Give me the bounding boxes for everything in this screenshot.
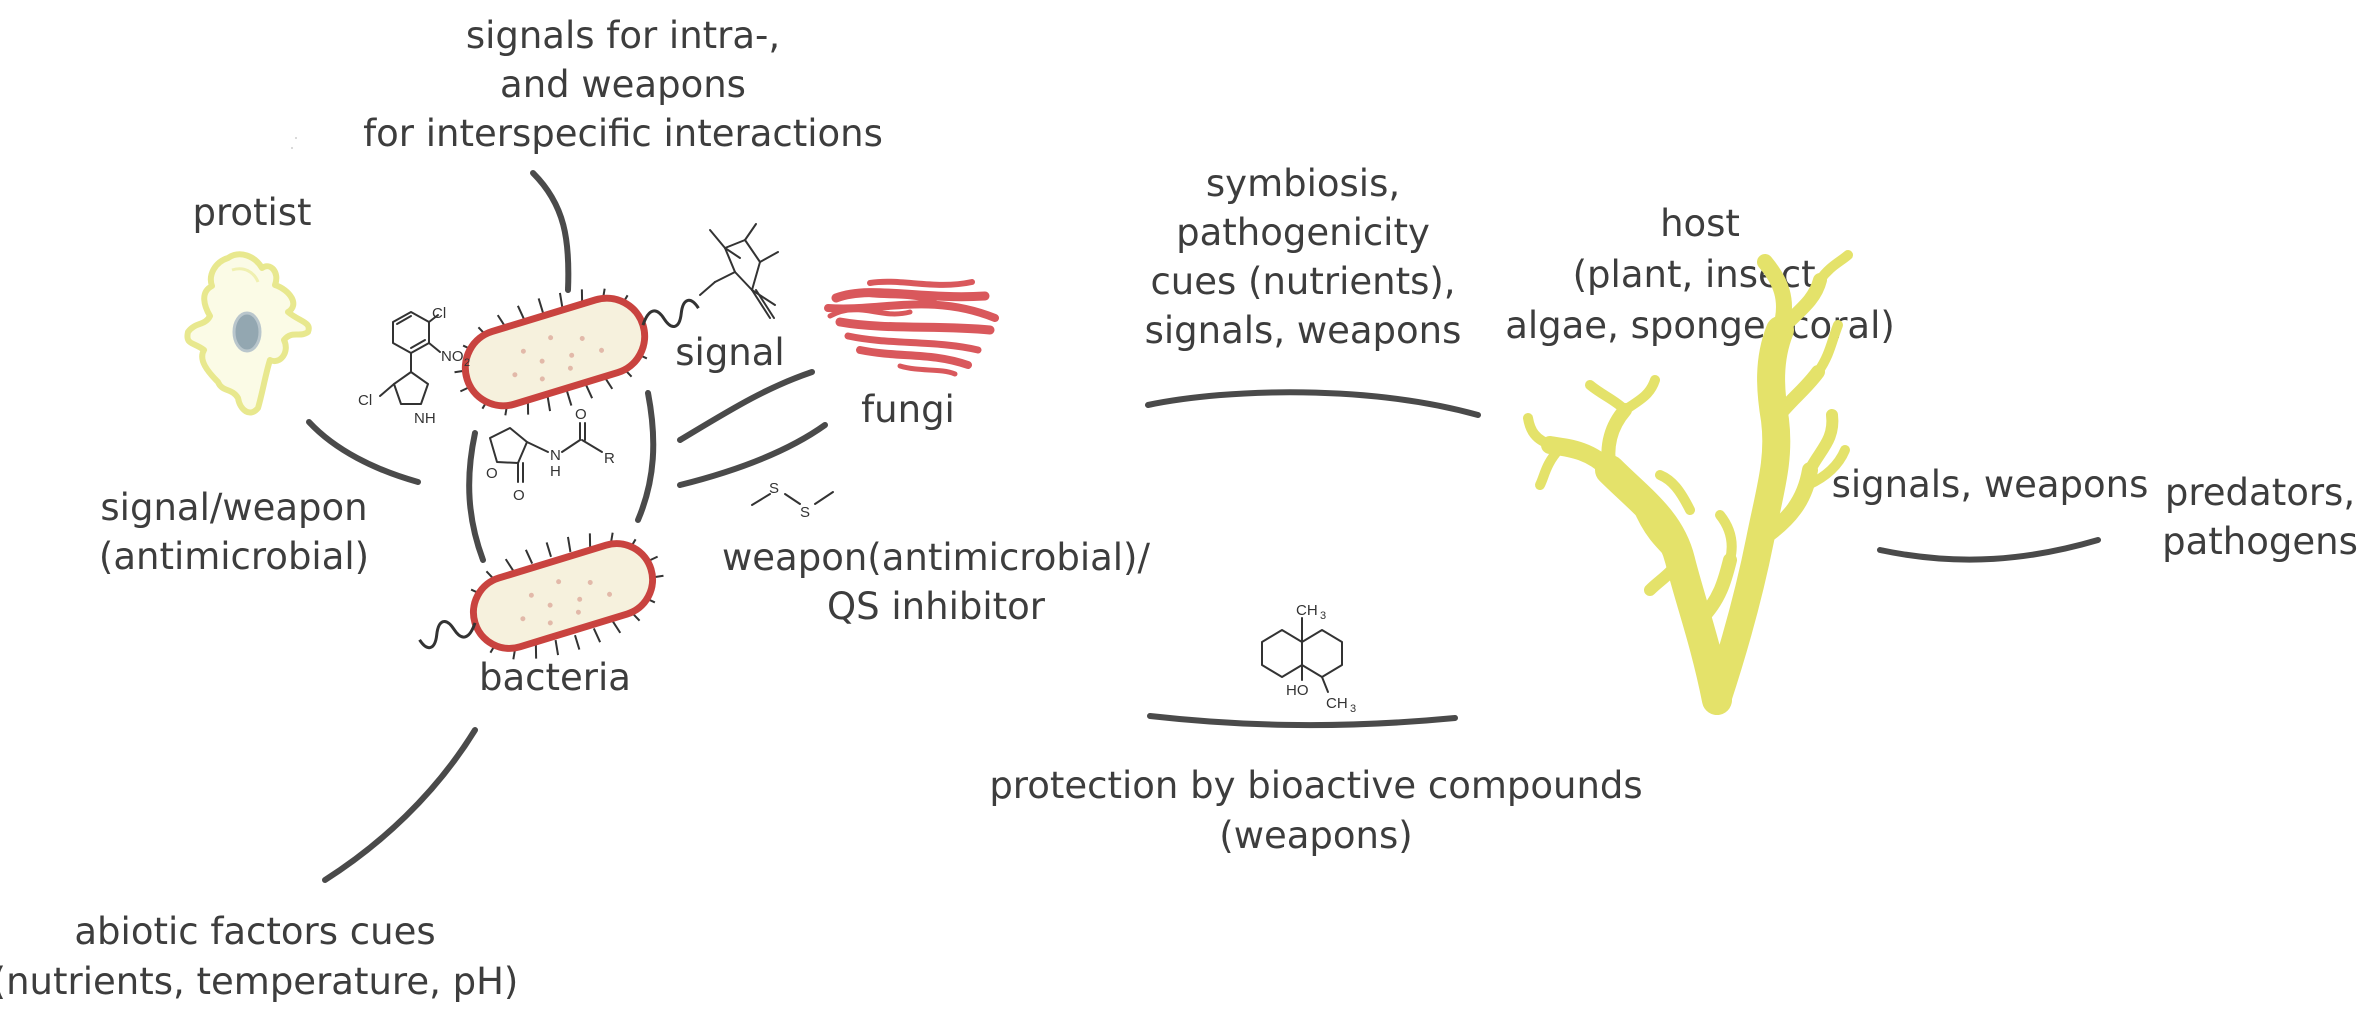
label-signals-top-line2: and weapons xyxy=(500,63,746,106)
terpene-structure xyxy=(699,223,779,319)
arrow-host-predators xyxy=(1877,537,2101,563)
label-predators-line1: predators, xyxy=(2165,471,2355,514)
chem-ho: HO xyxy=(1286,682,1309,699)
label-protection: protection by bioactive compounds (weapo… xyxy=(989,764,1642,857)
bacterium-icon xyxy=(418,532,664,660)
chem-ch3-bottom: CH xyxy=(1326,695,1348,712)
label-protist: protist xyxy=(192,191,311,234)
label-signal: signal xyxy=(675,331,784,374)
label-symbiosis-line4: signals, weapons xyxy=(1145,309,1462,352)
arrow-abiotic-to-bacteria xyxy=(322,727,478,883)
chem-s-1: S xyxy=(769,480,779,497)
pyrrolnitrin-structure: Cl NO 2 Cl NH xyxy=(358,305,470,427)
chem-amide-h: H xyxy=(550,463,561,480)
chem-cl-2: Cl xyxy=(358,392,372,409)
label-symbiosis-line1: symbiosis, xyxy=(1206,162,1400,205)
label-predators-line2: pathogens xyxy=(2162,520,2358,563)
arrow-signal-bacteria-fungi xyxy=(677,369,815,443)
label-weapon-qs-line2: QS inhibitor xyxy=(827,585,1046,628)
host-coral-icon xyxy=(1523,250,1853,715)
label-abiotic: abiotic factors cues (nutrients, tempera… xyxy=(0,910,518,1003)
protist-nucleus-icon xyxy=(232,311,262,353)
arrow-signals-to-bacterium xyxy=(530,170,572,293)
chem-ch3-bottom-sub: 3 xyxy=(1350,703,1356,715)
label-predators: predators, pathogens xyxy=(2162,471,2358,563)
label-bacteria: bacteria xyxy=(479,656,631,699)
arrow-protection xyxy=(1147,713,1458,729)
disulfide-structure: S S xyxy=(751,480,834,521)
label-weapon-qs: weapon(antimicrobial)/ QS inhibitor xyxy=(722,536,1150,628)
label-signals-top-line3: for interspecific interactions xyxy=(363,112,883,155)
chem-ch3-top-sub: 3 xyxy=(1320,610,1326,622)
chem-no2: NO xyxy=(441,348,464,365)
chem-ch3-top: CH xyxy=(1296,602,1318,619)
chem-cl-1: Cl xyxy=(432,305,446,322)
label-signals-top-line1: signals for intra-, xyxy=(466,14,780,57)
label-protection-line2: (weapons) xyxy=(1219,814,1412,857)
geosmin-structure: CH 3 HO CH 3 xyxy=(1261,602,1356,715)
label-symbiosis: symbiosis, pathogenicity cues (nutrients… xyxy=(1145,162,1462,352)
label-signal-weapon-line1: signal/weapon xyxy=(100,486,367,529)
chem-nh-pyrrole: NH xyxy=(414,410,436,427)
label-fungi: fungi xyxy=(861,388,955,431)
chem-o-carbonyl-1: O xyxy=(513,487,525,504)
arrow-symbiosis xyxy=(1145,389,1481,418)
label-signals-weapons-right: signals, weapons xyxy=(1832,463,2149,506)
chem-amide-n: N xyxy=(550,447,561,464)
label-abiotic-line2: (nutrients, temperature, pH) xyxy=(0,960,518,1003)
label-weapon-qs-line1: weapon(antimicrobial)/ xyxy=(722,536,1150,579)
chem-s-2: S xyxy=(800,504,810,521)
chem-no2-sub: 2 xyxy=(464,357,470,369)
bacterium-icon xyxy=(454,288,700,416)
arrow-to-protist xyxy=(306,419,421,485)
label-symbiosis-line3: cues (nutrients), xyxy=(1150,260,1455,303)
fungi-hyphae-icon xyxy=(824,278,999,377)
chem-o-carbonyl-2: O xyxy=(575,406,587,423)
arrow-bacteria-down xyxy=(466,430,486,563)
label-signals-top: signals for intra-, and weapons for inte… xyxy=(363,14,883,155)
label-protection-line1: protection by bioactive compounds xyxy=(989,764,1642,807)
protist-cell-icon xyxy=(184,137,312,416)
label-symbiosis-line2: pathogenicity xyxy=(1176,211,1430,254)
label-abiotic-line1: abiotic factors cues xyxy=(74,910,435,953)
label-signal-weapon: signal/weapon (antimicrobial) xyxy=(99,486,369,578)
label-signal-weapon-line2: (antimicrobial) xyxy=(99,535,369,578)
label-host-line1: host xyxy=(1660,202,1740,245)
arrow-bacteria-up xyxy=(635,390,657,523)
chem-r-group: R xyxy=(604,450,615,467)
ahl-structure: O O O N H R xyxy=(486,406,615,504)
arrow-weapon-bacteria-fungi xyxy=(677,422,828,488)
chem-o-ring: O xyxy=(486,465,498,482)
